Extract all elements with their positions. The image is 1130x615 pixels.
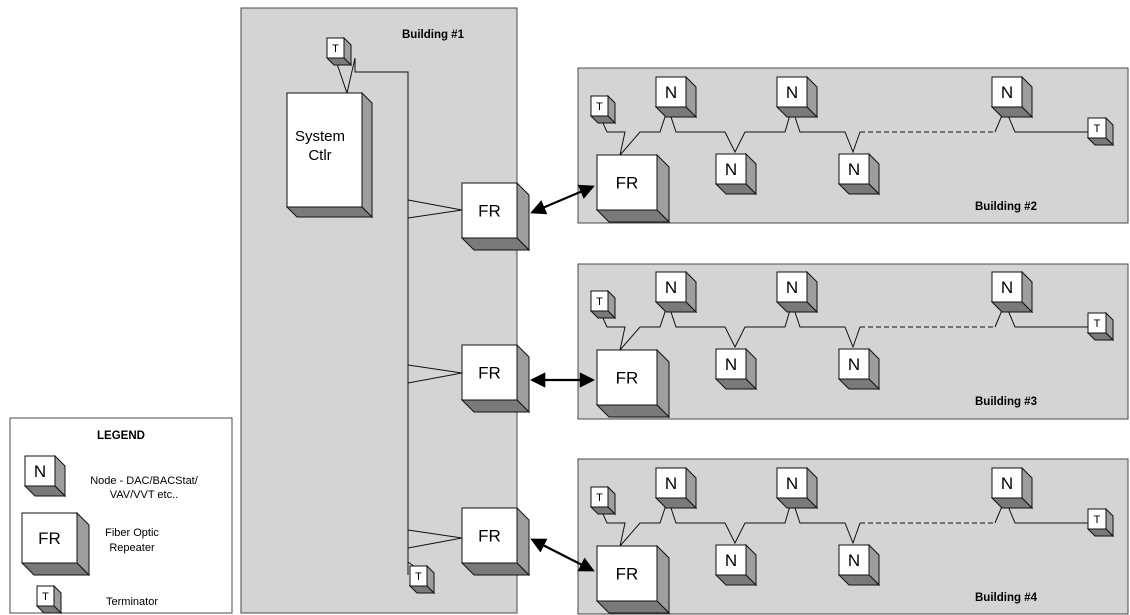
- b3-node-2: N: [775, 270, 819, 314]
- legend-node-symbol-label: N: [34, 462, 46, 481]
- b3-node-5-label: N: [848, 355, 860, 374]
- fiber-link-b2-arrow: [530, 184, 595, 215]
- b3-node-2-label: N: [786, 278, 798, 297]
- b1-fr-3-label: FR: [478, 527, 501, 546]
- b4-node-4: N: [714, 543, 758, 587]
- b3-node-3: N: [990, 270, 1034, 314]
- b4-node-5: N: [837, 543, 881, 587]
- b2-node-5-label: N: [848, 160, 860, 179]
- b2-node-2-label: N: [786, 83, 798, 102]
- b4-node-2: N: [775, 466, 819, 510]
- b2-node-3-label: N: [1001, 83, 1013, 102]
- b2-node-1: N: [654, 75, 698, 119]
- b2-node-4-label: N: [725, 160, 737, 179]
- remote-bus-lines: [597, 106, 1090, 547]
- legend-node-line1: Node - DAC/BACStat/: [90, 475, 199, 487]
- b4-node-4-label: N: [725, 551, 737, 570]
- b2-node-1-label: N: [665, 83, 677, 102]
- b3-right-terminator: T: [1086, 311, 1115, 342]
- fiber-link-b4-arrow: [530, 538, 595, 572]
- legend-fr-symbol-label: FR: [38, 529, 61, 548]
- building-2-label: Building #2: [975, 201, 1037, 213]
- b1-fr-1-label: FR: [478, 202, 501, 221]
- b4-right-terminator: T: [1086, 507, 1115, 538]
- b4-node-5-label: N: [848, 551, 860, 570]
- b4-fr: FR: [595, 544, 671, 615]
- b1-top-terminator: T: [325, 36, 353, 67]
- system-controller: System Ctlr: [285, 91, 374, 219]
- legend-fr-symbol: FR: [20, 511, 91, 577]
- device-boxes: T T FR FR FR T FR N N N N N T T FR N N N N N T T FR N N N N N T N FR T: [20, 36, 1115, 615]
- b3-fr: FR: [595, 348, 671, 419]
- b4-node-2-label: N: [786, 474, 798, 493]
- b4-fr-label: FR: [616, 565, 639, 584]
- b2-fr-label: FR: [616, 174, 639, 193]
- b4-left-terminator: T: [589, 485, 617, 516]
- b2-node-4: N: [714, 152, 758, 196]
- b4-node-3: N: [990, 466, 1034, 510]
- b2-node-5: N: [837, 152, 881, 196]
- b4-right-terminator-label: T: [1094, 514, 1101, 526]
- legend-terminator-symbol: T: [35, 584, 63, 615]
- b3-right-terminator-label: T: [1094, 318, 1101, 330]
- legend-repeater-line2: Repeater: [109, 542, 155, 554]
- b3-node-1: N: [654, 270, 698, 314]
- b2-node-2: N: [775, 75, 819, 119]
- system-ctlr-label-line1: System: [295, 128, 345, 145]
- b2-left-terminator: T: [589, 94, 617, 125]
- b1-top-terminator-label: T: [332, 43, 339, 55]
- b1-fr-2: FR: [460, 343, 531, 414]
- b3-node-1-label: N: [665, 278, 677, 297]
- b3-left-terminator: T: [589, 289, 617, 320]
- b3-node-4-label: N: [725, 355, 737, 374]
- b1-bottom-terminator-label: T: [415, 571, 422, 583]
- b3-left-terminator-label: T: [596, 296, 603, 308]
- building-1-label: Building #1: [402, 29, 465, 41]
- b2-node-3: N: [990, 75, 1034, 119]
- b4-node-3-label: N: [1001, 474, 1013, 493]
- system-ctlr-label-line2: Ctlr: [308, 147, 331, 164]
- building-3-label: Building #3: [975, 396, 1037, 408]
- legend-terminator-label: Terminator: [106, 596, 158, 608]
- b2-right-terminator: T: [1086, 116, 1115, 147]
- legend-node-symbol: N: [23, 454, 67, 498]
- b4-node-1: N: [654, 466, 698, 510]
- b3-node-4: N: [714, 347, 758, 391]
- b1-bottom-terminator: T: [408, 564, 436, 595]
- b2-left-terminator-label: T: [596, 101, 603, 113]
- b3-node-5: N: [837, 347, 881, 391]
- b1-fr-2-label: FR: [478, 364, 501, 383]
- b2-right-terminator-label: T: [1094, 123, 1101, 135]
- legend-title: LEGEND: [97, 430, 145, 442]
- b3-node-3-label: N: [1001, 278, 1013, 297]
- b4-node-1-label: N: [665, 474, 677, 493]
- legend-repeater-line1: Fiber Optic: [105, 527, 159, 539]
- b2-fr: FR: [595, 153, 671, 224]
- legend-node-line2: VAV/VVT etc..: [110, 489, 178, 501]
- b3-fr-label: FR: [616, 369, 639, 388]
- legend-terminator-symbol-label: T: [42, 591, 49, 603]
- b1-fr-3: FR: [460, 506, 531, 577]
- b4-left-terminator-label: T: [596, 492, 603, 504]
- b1-fr-1: FR: [460, 181, 531, 252]
- building-4-label: Building #4: [975, 592, 1038, 604]
